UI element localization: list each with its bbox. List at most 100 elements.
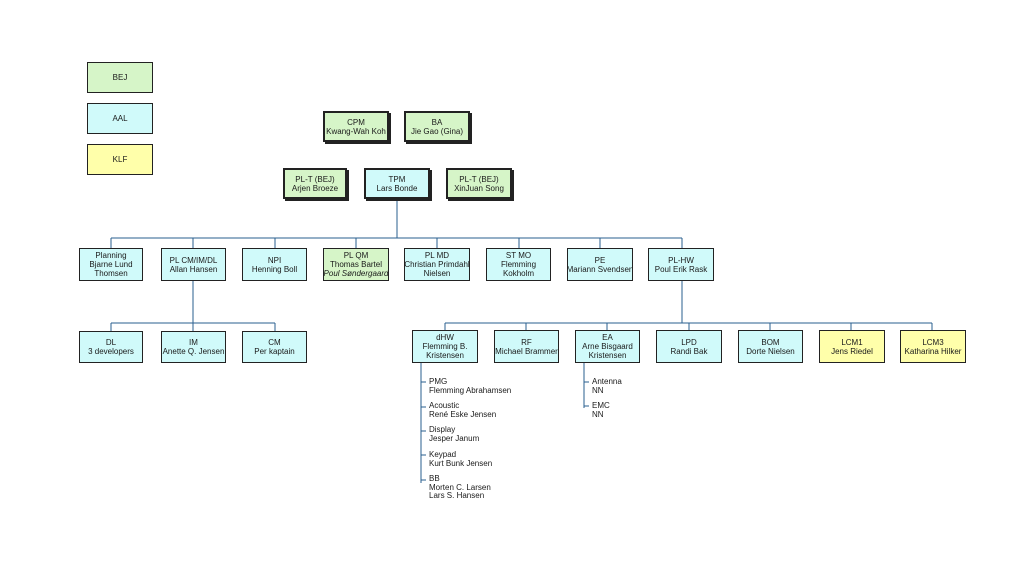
ea-sub-emc: EMC NN — [592, 401, 610, 419]
node-role: BA — [431, 117, 443, 127]
node-name: Henning Boll — [251, 264, 298, 274]
node-planning: Planning Bjarne Lund Thomsen — [79, 248, 143, 281]
node-role: PL CM/IM/DL — [169, 255, 218, 265]
node-name: Flemming — [500, 260, 537, 269]
node-role: PL-T (BEJ) — [459, 174, 499, 184]
node-name: XinJuan Song — [454, 183, 504, 193]
sub-name: Kurt Bunk Jensen — [429, 458, 493, 468]
node-st-mo: ST MO Flemming Kokholm — [486, 248, 551, 281]
node-pl-qm: PL QM Thomas Bartel Poul Søndergaard — [323, 248, 389, 281]
node-role: RF — [521, 337, 532, 347]
node-role: PL QM — [343, 251, 369, 260]
node-role: ST MO — [505, 251, 532, 260]
node-name: Kokholm — [502, 269, 535, 278]
node-lcm1: LCM1 Jens Riedel — [819, 330, 885, 363]
ea-sub-antenna: Antenna NN — [592, 377, 622, 395]
sub-name: Lars S. Hansen — [429, 491, 485, 500]
node-ea: EA Arne Bisgaard Kristensen — [575, 330, 640, 363]
node-role: EA — [602, 333, 613, 342]
dhw-sub-keypad: Keypad Kurt Bunk Jensen — [429, 450, 493, 468]
node-name: Kwang-Wah Koh — [326, 126, 386, 136]
node-pl-hw: PL-HW Poul Erik Rask — [648, 248, 714, 281]
node-name: Per kaptain — [254, 347, 295, 356]
node-role: dHW — [436, 333, 454, 342]
node-name: Jens Riedel — [831, 346, 873, 356]
sub-name: NN — [592, 409, 604, 419]
node-role: PL-HW — [668, 255, 694, 265]
node-role: PE — [594, 255, 606, 265]
node-name: Randi Bak — [670, 346, 708, 356]
dhw-sub-bb: BB Morten C. Larsen Lars S. Hansen — [429, 474, 491, 501]
node-name: Arjen Broeze — [291, 183, 339, 193]
sub-role: EMC — [592, 401, 610, 410]
node-role: PL MD — [424, 251, 450, 260]
node-name: Dorte Nielsen — [746, 346, 795, 356]
legend-aal-label: AAL — [112, 114, 128, 123]
node-tpm: TPM Lars Bonde — [364, 168, 430, 199]
legend-bej-label: BEJ — [112, 73, 128, 82]
node-role: TPM — [388, 174, 406, 184]
node-name: Michael Brammer — [495, 346, 558, 356]
node-name: Nielsen — [423, 269, 451, 278]
sub-role: BB — [429, 474, 440, 483]
dhw-sub-display: Display Jesper Janum — [429, 425, 480, 443]
node-name: Lars Bonde — [376, 183, 418, 193]
sub-role: Antenna — [592, 377, 622, 386]
node-name: Allan Hansen — [169, 264, 218, 274]
node-cpm: CPM Kwang-Wah Koh — [323, 111, 389, 142]
node-name: Thomas Bartel — [329, 260, 383, 269]
node-ba: BA Jie Gao (Gina) — [404, 111, 470, 142]
dhw-sub-pmg: PMG Flemming Abrahamsen — [429, 377, 512, 395]
node-name: Kristensen — [426, 351, 464, 360]
sub-name: Flemming Abrahamsen — [429, 385, 512, 395]
node-role: IM — [189, 338, 198, 347]
node-name-secondary: Poul Søndergaard — [323, 269, 389, 278]
sub-name: Jesper Janum — [429, 433, 480, 443]
node-pl-cm-im-dl: PL CM/IM/DL Allan Hansen — [161, 248, 226, 281]
node-lcm3: LCM3 Katharina Hilker — [900, 330, 966, 363]
sub-role: Keypad — [429, 450, 457, 459]
sub-role: PMG — [429, 377, 448, 386]
node-role: CPM — [347, 117, 365, 127]
node-name: Christian Primdahl — [404, 260, 470, 269]
node-lpd: LPD Randi Bak — [656, 330, 722, 363]
node-plt-left: PL-T (BEJ) Arjen Broeze — [283, 168, 347, 199]
node-name: Poul Erik Rask — [654, 264, 708, 274]
node-name: 3 developers — [88, 347, 134, 356]
node-name: Jie Gao (Gina) — [410, 126, 464, 136]
node-role: CM — [268, 338, 281, 347]
node-role: NPI — [267, 255, 282, 265]
node-dl: DL 3 developers — [79, 331, 143, 363]
node-role: PL-T (BEJ) — [295, 174, 335, 184]
sub-name: Morten C. Larsen — [429, 482, 491, 492]
dhw-sub-acoustic: Acoustic René Eske Jensen — [429, 401, 497, 419]
legend-klf-label: KLF — [112, 155, 128, 164]
node-name: Kristensen — [588, 351, 627, 360]
node-name: Anette Q. Jensen — [162, 347, 225, 356]
sub-role: Display — [429, 425, 456, 434]
node-role: DL — [105, 338, 117, 347]
node-bom: BOM Dorte Nielsen — [738, 330, 803, 363]
node-im: IM Anette Q. Jensen — [161, 331, 226, 363]
node-role: LPD — [681, 337, 697, 347]
legend-klf: KLF — [87, 144, 153, 175]
node-role: LCM1 — [841, 337, 863, 347]
legend-aal: AAL — [87, 103, 153, 134]
node-name: Katharina Hilker — [904, 346, 962, 356]
node-plt-right: PL-T (BEJ) XinJuan Song — [446, 168, 512, 199]
node-pl-md: PL MD Christian Primdahl Nielsen — [404, 248, 470, 281]
sub-name: René Eske Jensen — [429, 409, 497, 419]
node-name: Mariann Svendsen — [567, 264, 633, 274]
node-name: Thomsen — [94, 269, 128, 278]
node-rf: RF Michael Brammer — [494, 330, 559, 363]
node-name: Arne Bisgaard — [582, 342, 633, 351]
node-pe: PE Mariann Svendsen — [567, 248, 633, 281]
node-npi: NPI Henning Boll — [242, 248, 307, 281]
node-name: Bjarne Lund — [89, 260, 133, 269]
legend-bej: BEJ — [87, 62, 153, 93]
node-name: Flemming B. — [422, 342, 468, 351]
sub-name: NN — [592, 385, 604, 395]
sub-role: Acoustic — [429, 401, 460, 410]
node-role: LCM3 — [922, 337, 944, 347]
